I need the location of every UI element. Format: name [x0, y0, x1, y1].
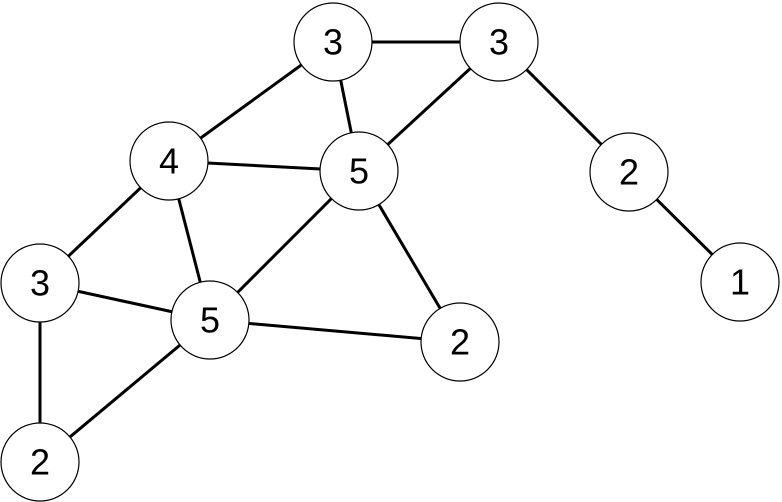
node-label: 3 [30, 263, 50, 304]
node-circle [170, 280, 250, 360]
graph-node-n8: 1 [700, 242, 780, 322]
graph-node-n6: 3 [0, 243, 80, 323]
graph-node-n10: 2 [0, 422, 80, 502]
node-label: 2 [450, 322, 470, 363]
edge-n7-n9 [209, 318, 461, 344]
node-label: 5 [200, 300, 220, 341]
node-circle [0, 422, 80, 502]
node-label: 1 [730, 262, 750, 303]
graph-node-n7: 5 [170, 280, 250, 360]
node-circle [459, 2, 539, 82]
node-circle [589, 132, 669, 212]
graph-node-n1: 3 [293, 2, 373, 82]
node-circle [0, 243, 80, 323]
node-label: 4 [159, 141, 179, 182]
node-label: 3 [323, 22, 343, 63]
node-circle [700, 242, 780, 322]
node-label: 5 [349, 151, 369, 192]
graph-node-n5: 2 [589, 132, 669, 212]
node-label: 2 [619, 152, 639, 193]
node-label: 2 [30, 442, 50, 483]
graph-node-n2: 3 [459, 2, 539, 82]
node-circle [319, 131, 399, 211]
graph-node-n4: 5 [319, 131, 399, 211]
graph-node-n3: 4 [129, 121, 209, 201]
node-label: 3 [489, 22, 509, 63]
node-circle [293, 2, 373, 82]
graph-node-n9: 2 [420, 302, 500, 382]
node-circle [420, 302, 500, 382]
graph-edges [38, 40, 742, 464]
node-circle [129, 121, 209, 201]
